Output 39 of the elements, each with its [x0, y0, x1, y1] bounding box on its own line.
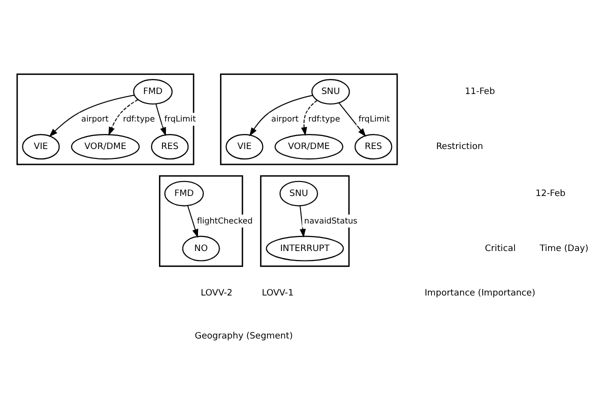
- arrow: [48, 94, 135, 136]
- node-ellipse: FMD: [133, 78, 173, 104]
- edge-label: frqLimit: [164, 113, 196, 124]
- arrow: [155, 102, 166, 136]
- node-ellipse: RES: [354, 134, 392, 159]
- edge-label: rdf:type: [308, 113, 340, 124]
- arrow: [300, 204, 306, 238]
- edge-label: airport: [81, 113, 109, 124]
- node-ellipse: VOR/DME: [71, 134, 140, 159]
- label: 12-Feb: [536, 188, 566, 198]
- edge-label: flightChecked: [196, 214, 253, 225]
- label: Critical: [484, 243, 516, 254]
- label: Geography (Segment): [194, 330, 293, 341]
- arrow: [338, 102, 366, 136]
- cluster: [220, 72, 398, 165]
- edge-label: airport: [271, 113, 299, 124]
- node-ellipse: FMD: [164, 180, 204, 206]
- node-ellipse: SNU: [311, 78, 350, 104]
- arrow: [249, 94, 314, 136]
- label: 11-Feb: [464, 86, 495, 97]
- node-ellipse: NO: [182, 235, 220, 261]
- cluster: [16, 72, 194, 165]
- node-ellipse: RES: [150, 134, 189, 159]
- node-ellipse: VOR/DME: [274, 134, 344, 159]
- edge-label: rdf:type: [123, 113, 155, 124]
- edge-label: frqLimit: [358, 113, 390, 124]
- node-ellipse: INTERRUPT: [266, 235, 344, 261]
- arrow: [301, 99, 318, 136]
- label: Restriction: [436, 142, 484, 152]
- node-ellipse: VIE: [22, 134, 60, 159]
- label: LOVV-1: [262, 288, 294, 298]
- label: Importance (Importance): [424, 288, 536, 298]
- arrow: [108, 98, 138, 136]
- label: LOVV-2: [200, 288, 233, 298]
- label: Time (Day): [540, 243, 588, 254]
- node-ellipse: SNU: [280, 180, 318, 206]
- edge-label: navaidStatus: [304, 214, 358, 225]
- arrow: [187, 204, 198, 238]
- node-ellipse: VIE: [226, 134, 264, 159]
